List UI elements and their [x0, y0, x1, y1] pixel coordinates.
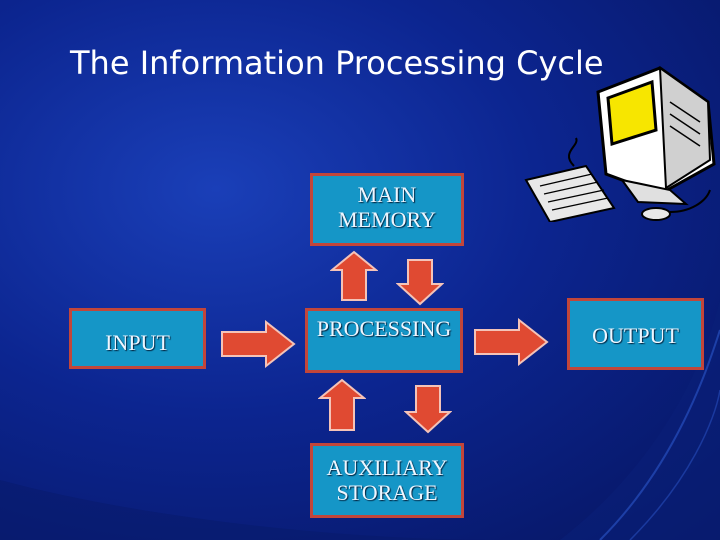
- down-arrow-icon: [396, 259, 444, 306]
- processing-label: PROCESSING: [316, 316, 452, 341]
- up-arrow-icon: [318, 378, 366, 431]
- main-memory-label-line2: MEMORY: [338, 207, 436, 232]
- auxiliary-storage-label-line2: STORAGE: [336, 480, 438, 505]
- main-memory-box: MAIN MEMORY: [310, 173, 464, 246]
- slide-title: The Information Processing Cycle: [70, 44, 604, 82]
- auxiliary-storage-box: AUXILIARY STORAGE: [310, 443, 464, 518]
- up-arrow-icon: [330, 250, 378, 301]
- input-label: INPUT: [105, 330, 170, 355]
- down-arrow-icon: [404, 385, 452, 434]
- output-label: OUTPUT: [592, 323, 679, 348]
- computer-clipart-icon: [524, 65, 716, 222]
- output-box: OUTPUT: [567, 298, 704, 370]
- main-memory-label-line1: MAIN: [357, 182, 417, 207]
- auxiliary-storage-label-line1: AUXILIARY: [326, 455, 448, 480]
- input-box: INPUT: [69, 308, 206, 369]
- right-arrow-icon: [474, 318, 549, 366]
- right-arrow-icon: [221, 320, 296, 368]
- processing-box: PROCESSING: [305, 308, 463, 373]
